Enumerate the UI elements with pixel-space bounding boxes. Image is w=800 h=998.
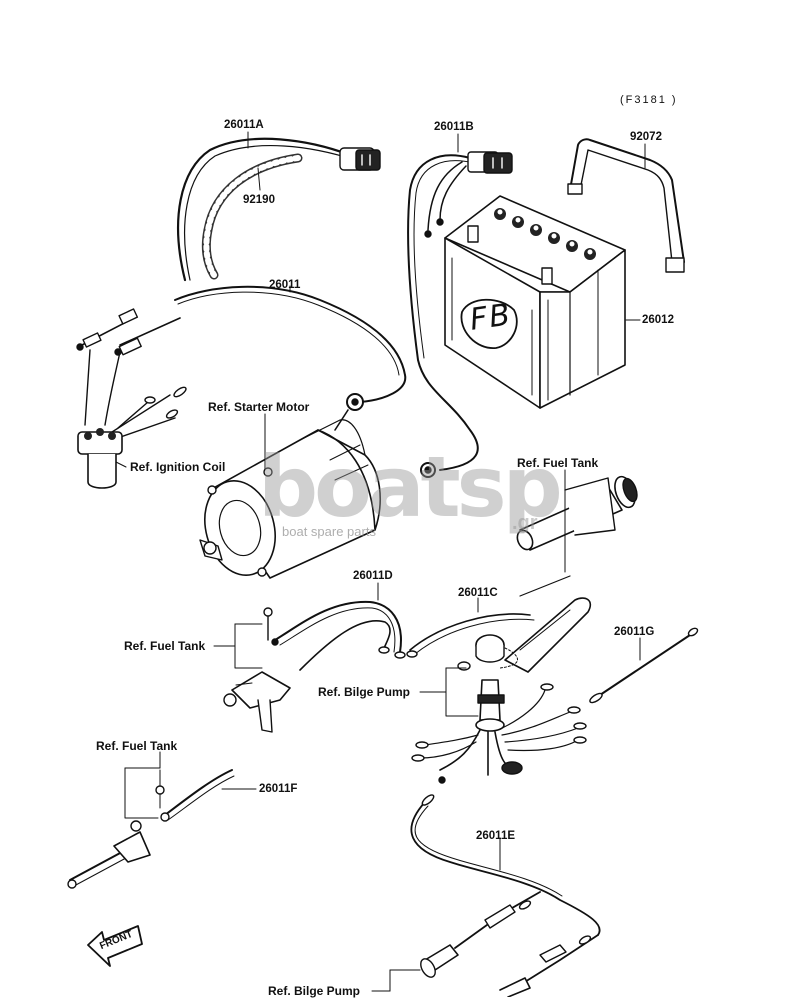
part-label-26011f: 26011F: [259, 783, 298, 795]
battery-26012: [444, 195, 641, 409]
ref-label-fuel-tank-lower: Ref. Fuel Tank: [96, 739, 178, 753]
ref-label-fuel-tank-middle: Ref. Fuel Tank: [124, 639, 206, 653]
part-label-26011e: 26011E: [476, 830, 516, 842]
battery-logo-text: FB: [467, 297, 515, 338]
battery-logo: [460, 298, 518, 349]
cable-26011f: [160, 769, 235, 822]
part-label-92190: 92190: [243, 194, 275, 206]
part-label-26011g: 26011G: [614, 626, 655, 638]
fuel-tank-fitting: [516, 475, 638, 597]
watermark-logo: boatsp: [258, 438, 563, 536]
cable-26011d: [271, 600, 406, 671]
part-label-26011: 26011: [269, 279, 301, 291]
spiral-wrap-92190: [201, 153, 303, 280]
leader-lines: [115, 131, 646, 992]
watermark-suffix: .gr: [512, 512, 538, 534]
part-label-92072: 92072: [630, 131, 662, 143]
front-arrow: [87, 925, 143, 967]
ref-label-bilge-pump-middle: Ref. Bilge Pump: [318, 685, 411, 699]
cable-26011c: [406, 613, 535, 658]
watermark-tagline: boat spare parts: [282, 524, 376, 539]
cable-26011b: [407, 151, 513, 478]
part-label-26011c: 26011C: [458, 587, 498, 599]
battery-strap-92072: [567, 138, 685, 273]
cable-26011: [76, 285, 407, 411]
starter-motor: [199, 409, 381, 579]
part-label-26011d: 26011D: [353, 570, 393, 582]
cable-26011g: [589, 627, 699, 704]
bilge-pump-harness: [411, 679, 587, 784]
ref-label-fuel-tank-top: Ref. Fuel Tank: [517, 456, 599, 470]
figure-code: (F3181 ): [620, 94, 678, 106]
cable-26011e: [410, 794, 601, 997]
cable-26011a: [177, 137, 381, 282]
fuel-tank-valve-lower: [67, 769, 165, 889]
ref-label-bilge-pump-lower: Ref. Bilge Pump: [268, 984, 361, 998]
ignition-coil: [77, 349, 187, 489]
fuel-tank-valve-middle: [223, 607, 291, 733]
part-label-26011a: 26011A: [224, 119, 264, 131]
bilge-switch-cover: [457, 597, 592, 673]
ref-label-ignition-coil: Ref. Ignition Coil: [130, 460, 226, 474]
part-label-26012: 26012: [642, 314, 674, 326]
ref-label-starter-motor: Ref. Starter Motor: [208, 400, 310, 414]
part-label-26011b: 26011B: [434, 121, 474, 133]
